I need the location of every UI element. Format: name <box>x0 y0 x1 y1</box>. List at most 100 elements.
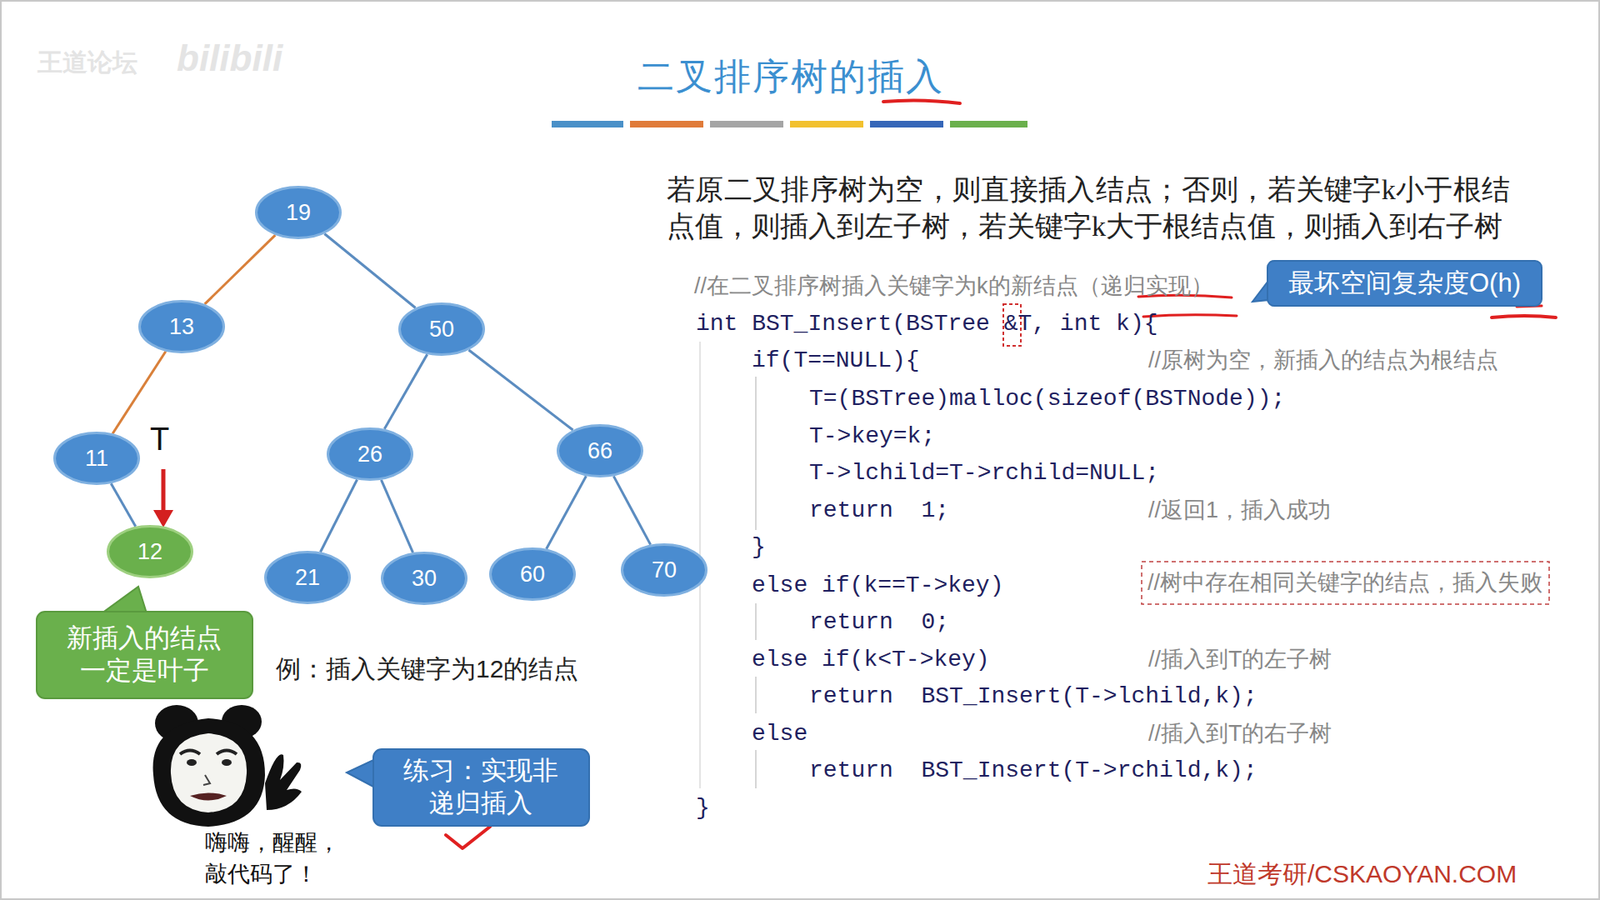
drawing-part <box>755 750 757 789</box>
node-text: //树中存在相同关键字的结点，插入失败 <box>1147 569 1544 596</box>
comment-box: //树中存在相同关键字的结点，插入失败 <box>1140 560 1550 605</box>
complexity-callout: 最坏空间复杂度O(h) <box>1266 260 1543 307</box>
drawing-part <box>161 469 166 512</box>
code-line: return BST_Insert(T->lchild,k); <box>809 683 1258 710</box>
node-ellipse <box>328 429 413 480</box>
node-text: 练习：实现非递归插入 <box>400 755 561 820</box>
tree-edge <box>205 235 276 305</box>
code-line: int BST_Insert(BSTree &T, int k){ <box>695 310 1159 337</box>
tree-edge <box>324 234 415 309</box>
drawing-part <box>101 586 147 614</box>
drawing-part <box>380 480 413 553</box>
tree-edge <box>546 475 587 549</box>
tree-edge <box>110 483 135 527</box>
exercise-callout: 练习：实现非递归插入 <box>372 748 590 827</box>
node-ellipse <box>140 301 225 353</box>
tree-node: 66 <box>556 424 644 478</box>
tree-node: 70 <box>620 543 708 597</box>
code-line: if(T==NULL){ <box>751 347 920 374</box>
node-ellipse <box>55 433 140 485</box>
code-comment: //原树为空，新插入的结点为根结点 <box>1148 345 1499 375</box>
tree-node: 26 <box>326 427 414 481</box>
node-ellipse <box>490 549 575 600</box>
code-line: T->key=k; <box>809 423 935 450</box>
tree-edge <box>112 351 166 435</box>
code-line: return 1; <box>809 497 950 524</box>
watermark: 王道考研/CSKAOYAN.COM <box>1207 857 1517 892</box>
example-text: 例：插入关键字为12的结点 <box>275 652 579 687</box>
node-rect <box>1267 260 1542 306</box>
drawing-part <box>265 754 302 810</box>
code-comment: //返回1，插入成功 <box>1148 495 1331 525</box>
node-text: 13 <box>169 313 195 340</box>
code-line: } <box>695 795 710 821</box>
tree-node: 30 <box>380 551 468 605</box>
drawing-part <box>324 234 415 309</box>
pointer-name: T <box>150 421 170 458</box>
drawing-part <box>153 705 302 827</box>
drawing-part <box>469 350 574 430</box>
node-text: 30 <box>411 565 437 592</box>
drawing-part <box>710 120 784 128</box>
tree-node: 19 <box>255 185 342 240</box>
code-comment: //插入到T的右子树 <box>1148 718 1333 749</box>
node-ellipse <box>558 425 643 477</box>
drawing-part <box>221 759 232 766</box>
drawing-part <box>630 120 704 128</box>
drawing-part <box>546 475 587 549</box>
drawing-part <box>790 120 864 128</box>
slide-title: 二叉排序树的插入 <box>637 52 945 102</box>
description-text: 若原二叉排序树为空，则直接插入结点；否则，若关键字k小于根结点值，则插入到左子树… <box>666 171 1510 245</box>
code-line: else <box>751 720 808 747</box>
node-text: 66 <box>587 437 613 465</box>
node-text: 新插入的结点一定是叶子 <box>64 622 225 688</box>
tree-edge <box>380 480 413 553</box>
tree-edge <box>469 350 574 430</box>
tree-node: 21 <box>264 550 351 605</box>
tree-edge <box>384 354 427 430</box>
node-text: 60 <box>520 560 545 588</box>
tree-node: 50 <box>398 302 485 356</box>
tree-node: 13 <box>138 300 225 354</box>
meme-caption: 嗨嗨，醒醒，敲代码了！ <box>205 826 349 890</box>
node-ellipse <box>400 304 485 355</box>
drawing-part <box>346 760 374 787</box>
tree-node: 60 <box>489 547 576 601</box>
node-ellipse <box>256 187 341 239</box>
node-text: 最坏空间复杂度O(h) <box>1288 267 1521 299</box>
tree-edge <box>320 480 357 553</box>
drawing-part <box>755 603 757 640</box>
drawing-part <box>203 775 210 785</box>
drawing-part <box>205 235 276 305</box>
new-leaf-node: 12 <box>106 525 194 579</box>
node-text: 19 <box>285 199 311 226</box>
drawing-part <box>384 354 427 430</box>
drawing-part <box>180 750 200 755</box>
node-ellipse <box>622 545 707 596</box>
node-text: 50 <box>429 315 455 343</box>
note-callout: 新插入的结点一定是叶子 <box>35 610 254 700</box>
drawing-part <box>170 733 247 813</box>
drawing-part <box>190 793 227 801</box>
drawing-part <box>186 759 197 766</box>
node-rect <box>36 611 253 699</box>
code-line: return 0; <box>809 609 950 635</box>
drawing-part <box>870 120 944 128</box>
drawing-part <box>445 826 490 849</box>
drawing-part <box>755 376 757 530</box>
code-line: T->lchild=T->rchild=NULL; <box>809 460 1160 486</box>
node-rect <box>1141 561 1550 605</box>
drawing-part <box>110 483 135 527</box>
drawing-part <box>551 120 624 128</box>
node-ellipse <box>265 552 350 604</box>
code-line: T=(BSTree)malloc(sizeof(BSTNode)); <box>809 385 1285 412</box>
watermark: 王道论坛 <box>37 45 138 80</box>
drawing-part <box>883 100 960 104</box>
node-text: 26 <box>357 440 383 468</box>
drawing-part <box>950 120 1028 128</box>
node-text: 70 <box>651 556 677 584</box>
node-text: 11 <box>85 445 109 472</box>
